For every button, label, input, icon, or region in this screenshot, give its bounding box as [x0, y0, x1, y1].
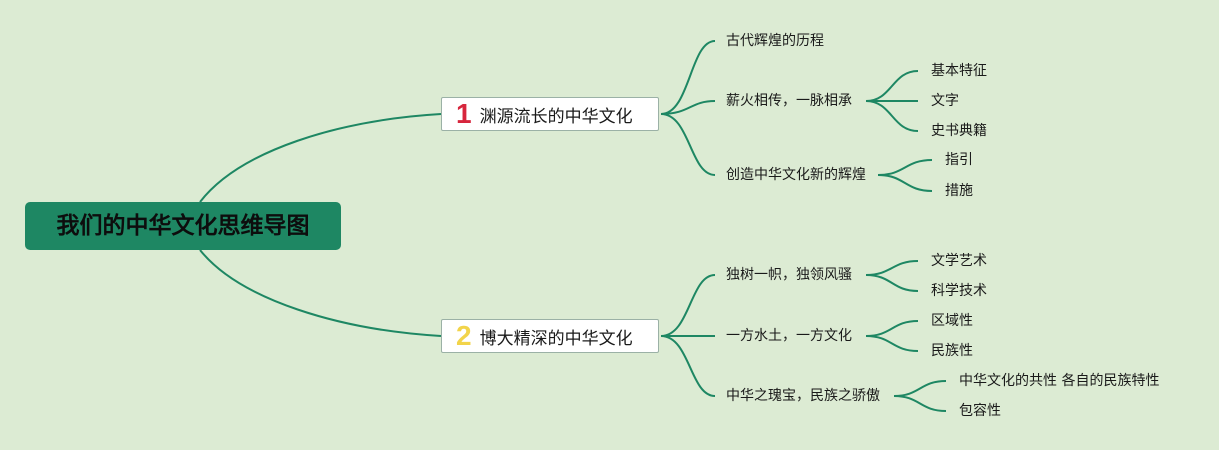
branch-1-label: 渊源流长的中华文化 — [479, 106, 633, 127]
b2-child-3[interactable]: 中华之瑰宝，民族之骄傲 — [726, 388, 880, 404]
b2-child-1[interactable]: 独树一帜，独领风骚 — [726, 267, 852, 283]
link-b1-c1 — [660, 40, 716, 115]
link-b1-c2-g1 — [865, 70, 919, 102]
link-b1-c2 — [660, 100, 716, 115]
link-b2-c3 — [660, 335, 716, 397]
b1-child-2[interactable]: 薪火相传，一脉相承 — [726, 93, 852, 109]
b2-c1-grandchild-1[interactable]: 文学艺术 — [931, 253, 987, 269]
b2-c1-grandchild-2[interactable]: 科学技术 — [931, 283, 987, 299]
b1-c2-grandchild-1[interactable]: 基本特征 — [931, 63, 987, 79]
b2-child-2[interactable]: 一方水土，一方文化 — [726, 328, 852, 344]
link-b2-c3-g1 — [893, 380, 947, 397]
link-root-branch-1 — [199, 113, 442, 203]
link-b1-c3-g2 — [877, 174, 933, 192]
link-root-branch-2 — [199, 249, 442, 337]
b1-child-3[interactable]: 创造中华文化新的辉煌 — [726, 167, 866, 183]
b1-c2-grandchild-2[interactable]: 文字 — [931, 93, 959, 109]
link-b2-c2-g1 — [865, 320, 919, 337]
b2-c2-grandchild-2[interactable]: 民族性 — [931, 343, 973, 359]
b1-c2-grandchild-3[interactable]: 史书典籍 — [931, 123, 987, 139]
b1-c3-grandchild-2[interactable]: 措施 — [945, 183, 973, 199]
link-b2-c1-g2 — [865, 274, 919, 292]
link-b2-c3-g2 — [893, 395, 947, 412]
branch-2-label: 博大精深的中华文化 — [479, 328, 633, 349]
b1-c3-grandchild-1[interactable]: 指引 — [945, 152, 973, 168]
link-b1-c3-g1 — [877, 159, 933, 176]
branch-2-topic[interactable]: 2 博大精深的中华文化 — [441, 319, 659, 353]
link-b2-c1-g1 — [865, 260, 919, 276]
number-1-icon: 1 — [456, 98, 472, 129]
link-b1-c2-g3 — [865, 100, 919, 132]
b2-c2-grandchild-1[interactable]: 区域性 — [931, 313, 973, 329]
number-2-icon: 2 — [456, 320, 472, 351]
root-topic[interactable]: 我们的中华文化思维导图 — [25, 202, 341, 250]
b2-c3-grandchild-1[interactable]: 中华文化的共性 各自的民族特性 — [959, 373, 1160, 389]
b2-c3-grandchild-2[interactable]: 包容性 — [959, 403, 1001, 419]
branch-1-topic[interactable]: 1 渊源流长的中华文化 — [441, 97, 659, 131]
link-b1-c3 — [660, 113, 716, 176]
link-b2-c1 — [660, 274, 716, 337]
b1-child-1[interactable]: 古代辉煌的历程 — [726, 33, 824, 49]
link-b2-c2-g2 — [865, 335, 919, 352]
